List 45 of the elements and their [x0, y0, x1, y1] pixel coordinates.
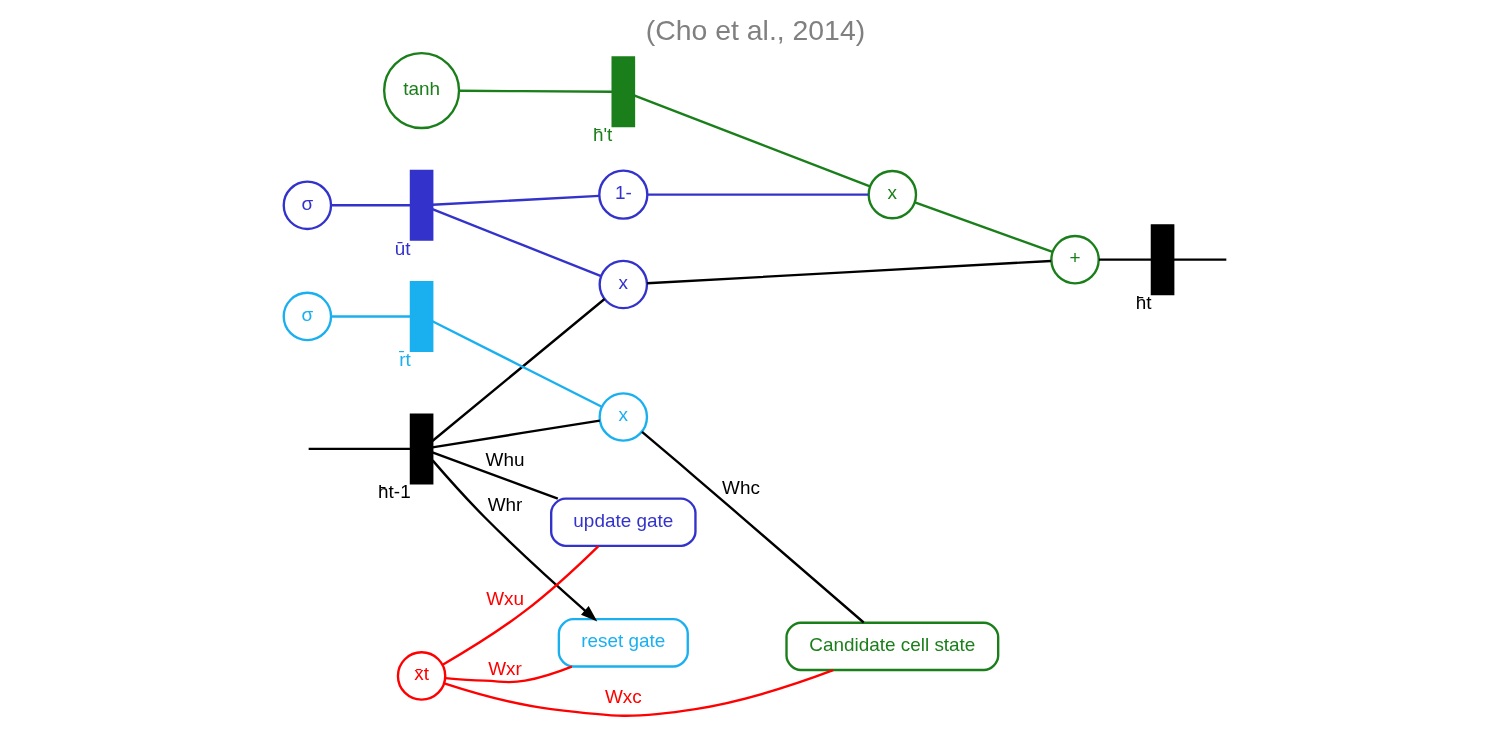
edge-label: Wxr — [487, 657, 522, 679]
connector — [647, 193, 869, 196]
node-circle: + — [1049, 234, 1100, 285]
node-circle: x — [597, 259, 648, 310]
connector — [441, 545, 599, 666]
arrow — [431, 459, 597, 622]
connector — [444, 665, 572, 684]
node-circle: 1- — [597, 169, 648, 220]
node-circle: x — [597, 392, 648, 442]
node-box: Candidate cell state — [784, 621, 999, 672]
connector — [640, 430, 864, 624]
connector — [1173, 258, 1226, 261]
connector — [330, 204, 410, 207]
connector — [458, 89, 612, 93]
edge-label: Whu — [485, 449, 524, 471]
connector — [431, 419, 600, 449]
connector — [431, 298, 605, 442]
node-label: r̄t — [398, 348, 411, 370]
node-circle: x — [867, 169, 917, 220]
connector — [914, 201, 1053, 254]
edge-label: Whc — [721, 476, 760, 498]
connector — [431, 208, 602, 278]
node-label: h̄t-1 — [377, 481, 411, 503]
connector — [431, 320, 602, 408]
connector — [330, 315, 410, 318]
connector — [443, 669, 834, 717]
node-circle: σ — [282, 291, 332, 342]
node-label: ūt — [394, 237, 411, 259]
connector — [431, 194, 599, 206]
node-label: h̄'t — [592, 124, 612, 146]
diagram-title: (Cho et al., 2014) — [645, 14, 865, 47]
connector — [633, 94, 870, 188]
edge-label: Whr — [487, 494, 522, 516]
node-box: update gate — [549, 497, 697, 548]
connector — [431, 451, 558, 500]
node-circle: tanh — [382, 51, 460, 130]
node-circle: x̄t — [396, 651, 446, 701]
edge-label: Wxc — [604, 685, 642, 707]
edge-label: Wxu — [485, 587, 524, 609]
node-label: h̄t — [1135, 292, 1152, 314]
node-box: reset gate — [557, 618, 689, 668]
connector — [646, 259, 1051, 285]
node-circle: σ — [282, 180, 332, 231]
connector — [308, 447, 411, 451]
connector — [1098, 258, 1152, 261]
